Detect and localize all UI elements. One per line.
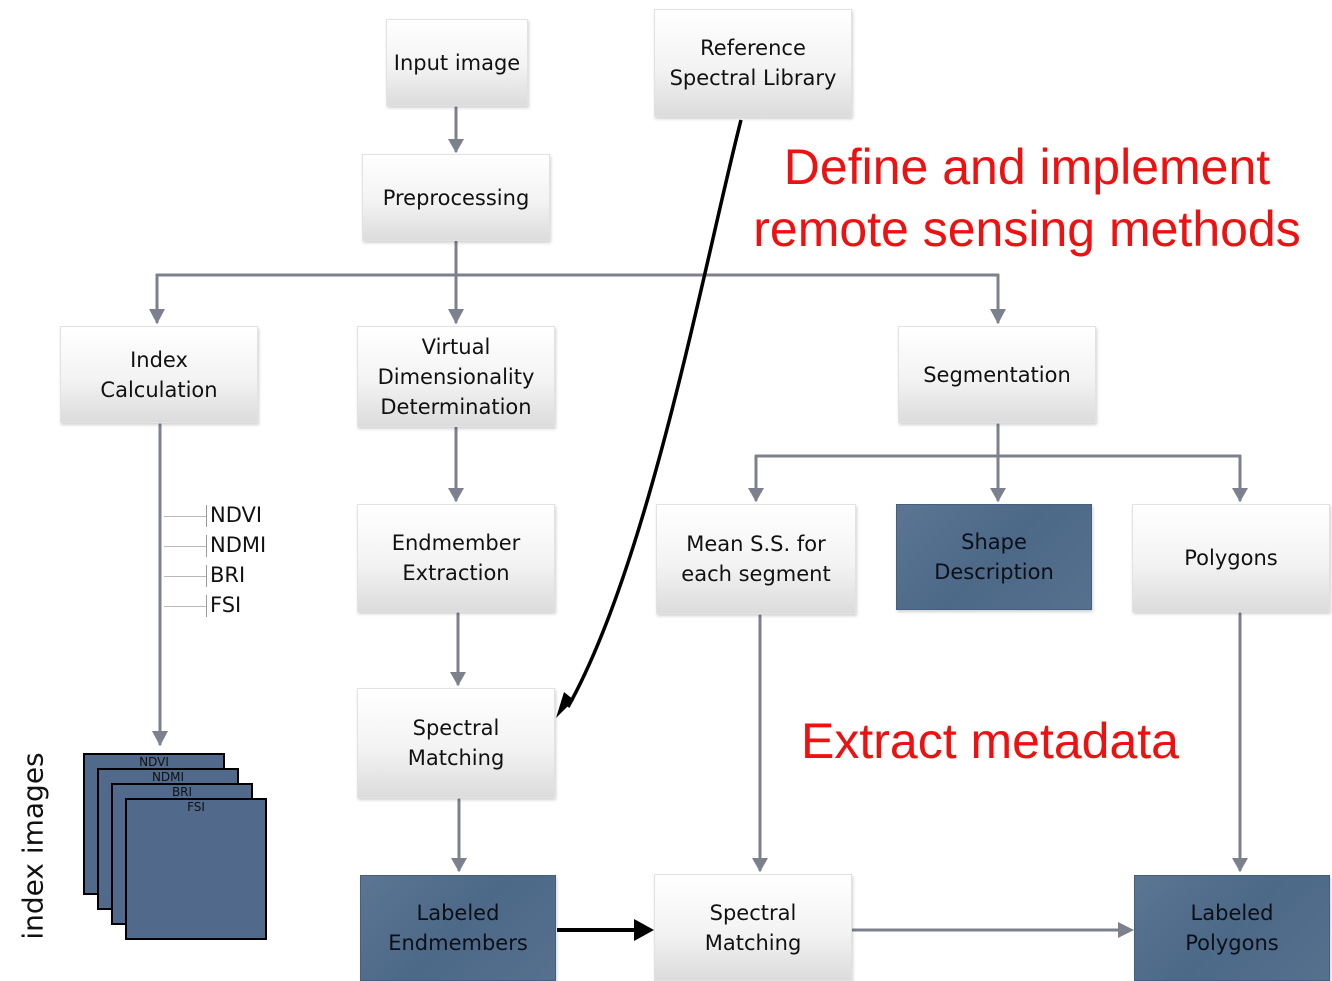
index-tick (164, 546, 206, 547)
edge-segmentation-split (754, 423, 1242, 458)
index-images-label: index images (16, 752, 50, 940)
extract-metadata-annotation: Extract metadata (801, 713, 1179, 769)
endmember-extraction-node: Endmember Extraction (357, 504, 555, 612)
input-image-node: Input image (386, 19, 528, 106)
mean-ss-node: Mean S.S. for each segment (656, 504, 856, 614)
polygons-node: Polygons (1132, 504, 1330, 612)
labeled-polygons-node: Labeled Polygons (1134, 875, 1330, 981)
index-bri-label: BRI (210, 563, 246, 587)
reference-library-node: Reference Spectral Library (654, 9, 852, 117)
index-bracket (206, 595, 207, 617)
index-bracket (206, 535, 207, 557)
preprocessing-node: Preprocessing (362, 154, 550, 241)
spectral-matching-node: Spectral Matching (357, 688, 555, 798)
index-ndvi-label: NDVI (210, 503, 263, 527)
virtual-dimensionality-node: Virtual Dimensionality Determination (357, 326, 555, 427)
index-tick (164, 606, 206, 607)
edge-reference-matching (566, 119, 743, 708)
labeled-endmembers-node: Labeled Endmembers (360, 875, 556, 981)
shape-description-node: Shape Description (896, 504, 1092, 610)
define-methods-annotation: Define and implement remote sensing meth… (753, 139, 1301, 257)
spectral-matching-2-node: Spectral Matching (654, 874, 852, 981)
index-bracket (206, 565, 207, 587)
segmentation-node: Segmentation (898, 326, 1096, 423)
index-ndmi-label: NDMI (210, 533, 267, 557)
index-fsi-label: FSI (210, 593, 242, 617)
stack-layer-fsi: FSI (125, 798, 267, 940)
index-tick (164, 516, 206, 517)
index-tick (164, 576, 206, 577)
index-calculation-node: Index Calculation (60, 326, 258, 423)
edge-preprocessing-bus (155, 240, 1000, 277)
index-bracket (206, 505, 207, 527)
